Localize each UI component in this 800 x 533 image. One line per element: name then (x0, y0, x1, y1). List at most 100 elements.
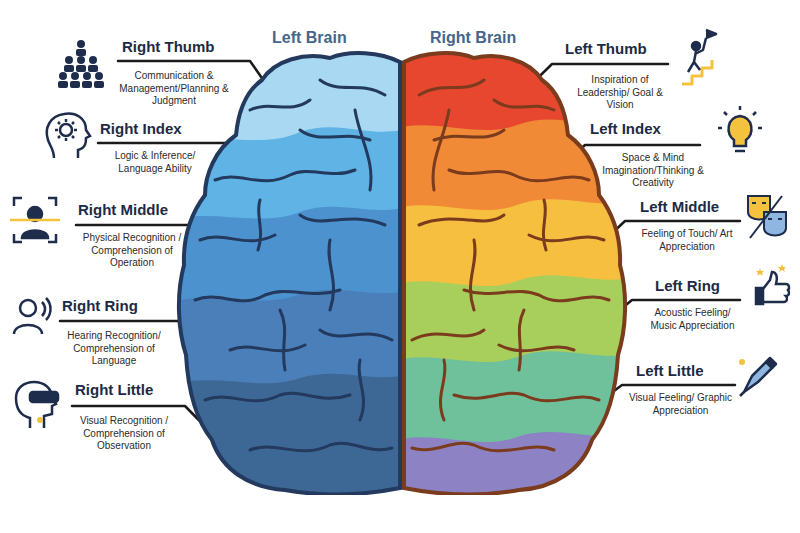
thumbs-up-icon-part (778, 264, 786, 272)
thumbs-up-icon-part (756, 268, 764, 276)
idea-icon-part (718, 106, 762, 128)
hearing-icon-part (20, 300, 36, 316)
gyri-part (300, 215, 385, 225)
gyri-part (230, 345, 305, 351)
finger-title: Right Ring (62, 297, 138, 315)
finger-title: Left Middle (640, 198, 719, 216)
thumbs-up-icon (756, 264, 789, 304)
gyri-part (320, 330, 392, 340)
leadership-icon-part (682, 60, 712, 84)
left-bands-part (176, 206, 402, 495)
gyri-part (355, 110, 371, 190)
idea-icon-part (729, 116, 752, 146)
gyri-part (200, 235, 275, 241)
gyri-part (320, 80, 385, 95)
team-icon-part (58, 81, 68, 88)
leadership-icon (682, 30, 716, 84)
gyri-part (419, 80, 484, 95)
left-bands (176, 25, 402, 495)
finger-description: Physical Recognition / Comprehension of … (78, 232, 186, 270)
left-bands-part (176, 290, 402, 495)
gyri (195, 80, 392, 451)
gyri-part (519, 310, 524, 370)
finger-title: Right Little (75, 381, 153, 399)
right-bands-part (402, 275, 628, 495)
leadership-icon-part (692, 42, 700, 50)
gyri-part (195, 290, 340, 301)
left-hemisphere (176, 25, 402, 495)
vision-icon (16, 382, 58, 428)
gyri-part (250, 100, 310, 110)
finger-description: Logic & Inference/ Language Ability (100, 150, 210, 175)
gyri-part (280, 310, 285, 370)
team-icon-part (64, 65, 74, 72)
pen-icon-part (766, 358, 776, 368)
hemisphere-heading: Left Brain (272, 28, 347, 47)
gyri-part (454, 393, 599, 401)
idea-icon (718, 106, 762, 151)
gyri-part (329, 240, 334, 310)
team-icon-part (88, 65, 98, 72)
team-icon-part (76, 65, 86, 72)
right-bands-part (402, 199, 628, 495)
gyri-part (470, 240, 475, 310)
team-icon-part (83, 72, 91, 80)
gyri-part (258, 200, 261, 250)
finger-title: Left Index (590, 120, 661, 138)
gyri-part (433, 110, 449, 190)
hemisphere-heading: Right Brain (430, 28, 516, 47)
finger-description: Space & Mind Imagination/Thinking & Crea… (598, 152, 708, 190)
gyri-part (464, 290, 609, 301)
team-icon-part (89, 56, 97, 64)
team-icon-part (94, 81, 104, 88)
pen-icon-part (739, 359, 745, 365)
finger-description: Acoustic Feeling/ Music Appreciation (640, 307, 745, 332)
left-outline (179, 53, 400, 494)
art-masks-icon (748, 196, 786, 238)
gyri-part (412, 330, 484, 340)
gyri (412, 80, 609, 451)
finger-description: Visual Feeling/ Graphic Appreciation (628, 392, 733, 417)
leadership-icon-part (706, 30, 716, 38)
hearing-icon (14, 298, 51, 334)
vision-icon-part (16, 382, 56, 428)
thumbs-up-icon-part (756, 288, 763, 304)
right-bands-part (402, 432, 628, 495)
gyri-part (250, 443, 392, 451)
team-icon-part (71, 72, 79, 80)
finger-title: Left Little (636, 362, 704, 380)
team-icon (58, 40, 104, 88)
finger-title: Left Thumb (565, 40, 647, 58)
team-icon-part (82, 81, 92, 88)
finger-description: Feeling of Touch/ Art Appreciation (632, 228, 742, 253)
team-icon-part (77, 40, 85, 48)
gyri-part (529, 235, 604, 241)
finger-title: Left Ring (655, 277, 720, 295)
idea-icon-part (735, 150, 745, 153)
team-icon-part (76, 49, 86, 56)
finger-description: Hearing Recognition/ Comprehension of La… (60, 330, 168, 368)
gyri-part (494, 100, 554, 110)
thumbs-up-icon-part (763, 272, 789, 302)
gyri-part (419, 215, 504, 225)
gyri-part (543, 200, 546, 250)
finger-description: Inspiration of Leadership/ Goal & Vision (565, 74, 675, 112)
finger-description: Communication & Management/Planning & Ju… (113, 70, 235, 108)
team-icon-part (95, 72, 103, 80)
team-icon-part (65, 56, 73, 64)
pen-icon (739, 358, 776, 396)
finger-description: Visual Recognition / Comprehension of Ob… (70, 415, 178, 453)
gyri-part (449, 170, 589, 181)
gyri-part (499, 345, 574, 351)
vision-icon-part (30, 392, 58, 402)
gyri-part (205, 393, 350, 401)
logic-head-icon (47, 114, 90, 158)
left-bands-part (176, 25, 402, 495)
recognition-icon (10, 198, 60, 242)
vision-icon-part (37, 417, 43, 423)
pen-icon-part (740, 392, 744, 396)
right-bands-part (402, 351, 628, 495)
gyri-part (215, 170, 355, 181)
leadership-icon-part (688, 38, 706, 72)
hearing-icon-part (14, 325, 42, 334)
